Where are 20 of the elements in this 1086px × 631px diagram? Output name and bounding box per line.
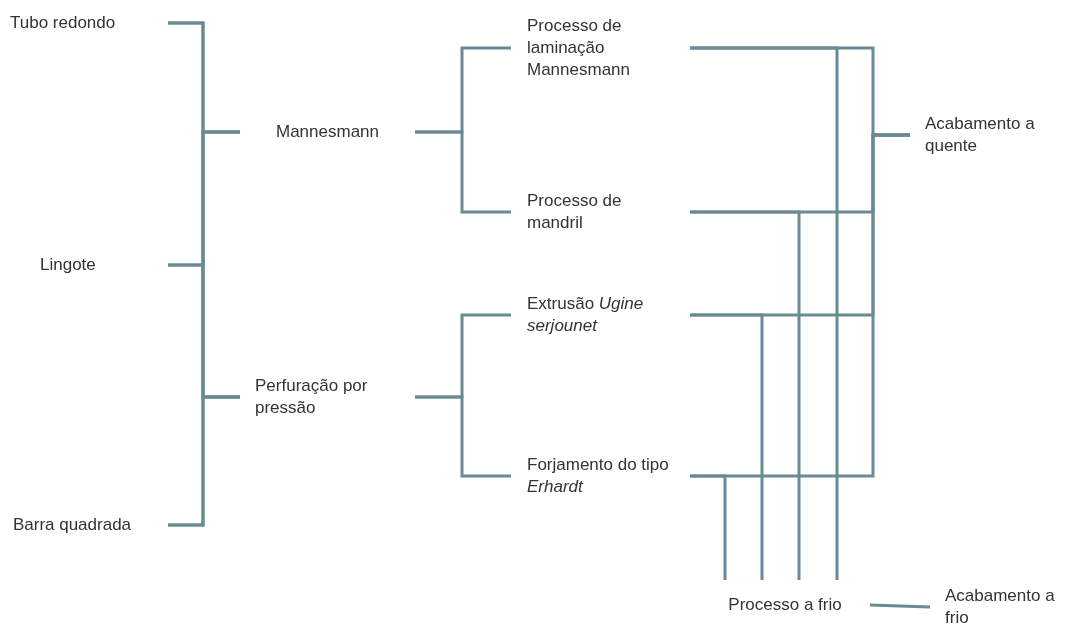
node-label: Barra quadrada [12, 513, 132, 536]
node-label: Acabamento a quente [925, 112, 1036, 157]
node-label: Extrusão Ugine serjounet [527, 292, 645, 337]
node-label: Lingote [40, 253, 96, 276]
connector-line [869, 603, 931, 609]
node-label: Mannesmann [276, 120, 379, 143]
node-label: Forjamento do tipo Erhardt [527, 453, 670, 498]
connector-line [690, 46, 839, 580]
node-label: Tubo redondo [10, 11, 116, 34]
node-label: Processo de laminação Mannesmann [527, 14, 631, 82]
connector-line [415, 395, 511, 478]
node-label: Processo de mandril [527, 189, 623, 234]
connector-line [690, 313, 764, 580]
connector-line [690, 474, 727, 580]
node-label: Acabamento a frio [945, 584, 1056, 629]
node-label: Perfuração por pressão [255, 374, 369, 419]
connector-line [415, 130, 511, 214]
node-label: Processo a frio [728, 593, 842, 616]
connector-line [690, 210, 801, 580]
connector-line [168, 395, 240, 527]
